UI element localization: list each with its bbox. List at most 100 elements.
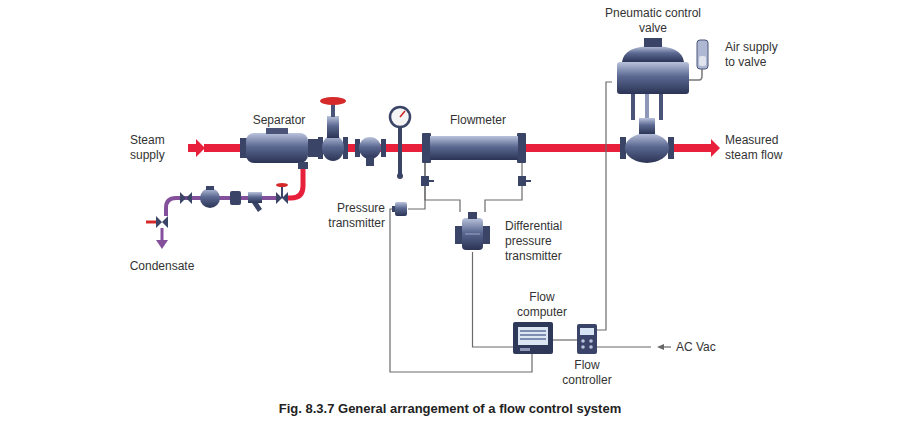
separator-body — [308, 139, 318, 157]
drain-valve — [276, 183, 288, 204]
flowmeter-body — [421, 176, 429, 186]
equipment-label: Flow computer — [507, 290, 577, 320]
strainer — [248, 192, 262, 212]
pipe-fitting — [366, 157, 374, 166]
air-supply-line — [689, 69, 702, 80]
figure-caption: Fig. 8.3.7 General arrangement of a flow… — [0, 401, 900, 416]
steam-trap — [200, 186, 220, 208]
pipe-fitting — [355, 137, 386, 166]
dp-transmitter-body — [483, 226, 490, 244]
condensate-line — [161, 228, 164, 240]
dp-transmitter-body — [455, 226, 462, 244]
outlet-valve — [146, 216, 168, 228]
strainer — [248, 192, 262, 203]
equipment-label: Separator — [237, 113, 321, 128]
signal-wire — [553, 339, 577, 340]
flow-controller-body — [589, 339, 593, 343]
equipment-label: Pressure transmitter — [303, 201, 385, 231]
stop-valve — [322, 135, 344, 161]
pressure-transmitter-body — [392, 202, 407, 216]
flowmeter-body — [526, 180, 531, 182]
stop-valve — [327, 116, 339, 138]
flow-controller-body — [589, 345, 593, 349]
steam-trap — [200, 188, 220, 208]
sight-glass — [230, 191, 241, 205]
impulse-line — [485, 163, 522, 212]
flow-controller-body — [577, 324, 597, 354]
separator-body — [246, 133, 308, 163]
separator-body — [240, 138, 247, 158]
dp-transmitter-body — [462, 218, 483, 250]
annotation-label: Condensate — [122, 259, 202, 274]
stop-valve — [318, 97, 348, 161]
condensate-line — [156, 198, 278, 249]
outlet-valve — [146, 221, 156, 224]
dp-transmitter-node: Differential pressure transmitter — [455, 212, 490, 252]
flow-controller-body — [577, 324, 597, 354]
steam-pipe — [526, 144, 612, 152]
equipment-label: Pneumatic control valve — [593, 6, 713, 36]
flow-computer-body — [513, 322, 553, 354]
pipe-fitting — [381, 139, 386, 157]
impulse-line — [425, 163, 460, 212]
measured-flow-arrow — [703, 139, 720, 157]
annotation-label: Steam supply — [130, 133, 185, 163]
outlet-valve — [156, 216, 168, 228]
steam-pipe — [204, 144, 241, 152]
equipment-label: Flowmeter — [430, 113, 526, 128]
pressure-gauge — [397, 173, 403, 179]
flow-computer-body — [520, 330, 546, 332]
separator-body — [266, 128, 288, 134]
flow-controller-body — [581, 345, 585, 349]
strainer — [252, 203, 262, 212]
flow-computer-node: Flow computer — [513, 322, 553, 354]
equipment-label: Differential pressure transmitter — [505, 219, 595, 264]
isolating-valve — [180, 192, 192, 204]
flow-controller-body — [580, 328, 594, 335]
isolating-valve — [180, 192, 192, 204]
drain-pipe — [286, 168, 303, 198]
pressure-gauge — [390, 107, 410, 127]
flow-computer-body — [520, 338, 546, 340]
control-valve-body — [639, 118, 655, 134]
air-supply-line — [689, 69, 702, 80]
flow-computer-body — [520, 334, 546, 336]
drain-pipe — [286, 168, 303, 198]
signal-wire — [390, 209, 532, 372]
pipe-fitting — [359, 137, 381, 159]
flowmeter-body — [517, 133, 526, 163]
control-valve-body — [617, 62, 689, 94]
pressure-gauge — [398, 126, 402, 174]
measured-flow-arrow — [703, 139, 720, 157]
air-filter-regulator — [697, 40, 708, 69]
power-supply-line — [597, 346, 651, 347]
control-valve-node: Pneumatic control valve — [612, 38, 692, 165]
signal-wire — [473, 252, 514, 347]
flowmeter-body — [518, 176, 526, 186]
equipment-label: Flow controller — [552, 358, 622, 388]
separator-body — [298, 162, 308, 169]
air-filter-regulator — [699, 56, 706, 66]
dp-transmitter-body — [465, 234, 480, 235]
dp-transmitter-body — [455, 212, 490, 250]
control-valve-body — [622, 46, 684, 62]
pressure-transmitter-body — [392, 206, 395, 212]
annotation-label: AC Vac — [676, 340, 736, 355]
pressure-gauge — [390, 107, 410, 179]
separator-body — [240, 128, 318, 169]
flowmeter-body — [421, 133, 531, 186]
flowmeter-body — [429, 180, 434, 182]
flow-controller-body — [581, 339, 585, 343]
steam-supply-arrow — [188, 139, 205, 157]
stop-valve — [320, 97, 346, 105]
pressure-transmitter-node: Pressure transmitter — [393, 202, 408, 216]
control-valve-body — [625, 133, 669, 163]
control-valve-body — [659, 92, 663, 120]
flow-computer-body — [518, 327, 548, 345]
drain-valve — [276, 183, 288, 187]
annotation-label: Measured steam flow — [725, 133, 805, 163]
dp-transmitter-body — [468, 212, 477, 219]
flowmeter-body — [422, 133, 431, 163]
sight-glass — [230, 191, 241, 205]
